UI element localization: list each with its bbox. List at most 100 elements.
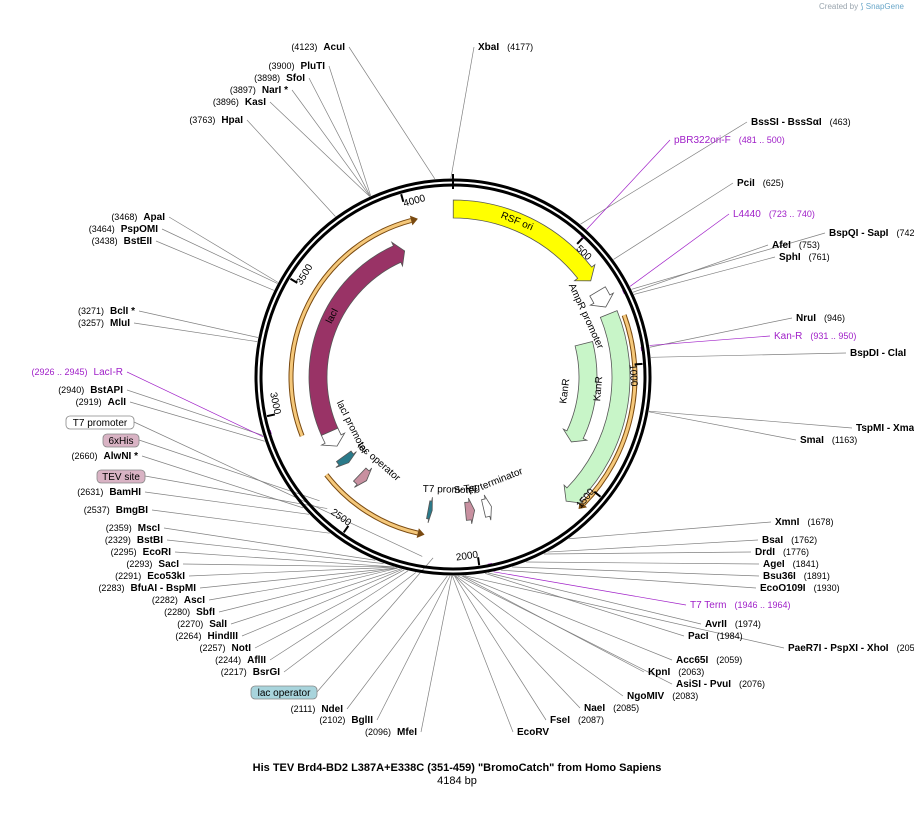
enzyme-leader-line (138, 310, 259, 338)
enzyme-position: (753) (799, 240, 820, 250)
enzyme-leader-line (308, 77, 371, 197)
enzyme-position: (2076) (739, 679, 765, 689)
enzyme-name: AclI (108, 397, 127, 408)
orf-arc (582, 314, 637, 505)
enzyme-name: PacI (688, 631, 709, 642)
enzyme-leader-line (649, 317, 793, 348)
enzyme-position: (3898) (254, 73, 280, 83)
enzyme-leader-line (218, 567, 398, 613)
enzyme-name: BamHI (109, 487, 141, 498)
enzyme-leader-line (230, 568, 401, 625)
primer-position: (2926 .. 2945) (32, 367, 88, 377)
enzyme-leader-line (633, 256, 776, 295)
enzyme-leader-line (283, 572, 417, 673)
enzyme-name: NarI * (262, 85, 288, 96)
enzyme-name: PspOMI (121, 224, 158, 235)
enzyme-leader-line (512, 566, 760, 577)
enzyme-position: (2102) (319, 715, 345, 725)
enzyme-name: EcoO109I (760, 583, 806, 594)
enzyme-position: (2085) (613, 703, 639, 713)
enzyme-leader-line (455, 575, 624, 697)
enzyme-position: (2264) (175, 631, 201, 641)
enzyme-name: BfuAI - BspMI (130, 583, 196, 594)
enzyme-position: (2919) (76, 397, 102, 407)
primer-name: pBR322ori-F (674, 135, 731, 146)
enzyme-position: (1678) (807, 517, 833, 527)
enzyme-name: SalI (209, 619, 227, 630)
enzyme-leader-line (568, 521, 772, 540)
enzyme-position: (2283) (98, 583, 124, 593)
enzyme-name: SfoI (286, 73, 305, 84)
primer-leader-line (586, 139, 671, 230)
tick-mark (342, 525, 350, 534)
enzyme-position: (2359) (106, 523, 132, 533)
enzyme-name: SbfI (196, 607, 215, 618)
enzyme-name: BglII (351, 715, 373, 726)
primer-position: (931 .. 950) (810, 331, 856, 341)
enzyme-name: MscI (138, 523, 160, 534)
enzyme-leader-line (155, 240, 274, 291)
tick-label: 2000 (455, 550, 479, 564)
enzyme-leader-line (462, 575, 673, 661)
orf-arrowhead (409, 215, 418, 226)
enzyme-position: (3464) (89, 224, 115, 234)
enzyme-name: BstBI (137, 535, 163, 546)
enzyme-position: (2291) (115, 571, 141, 581)
enzyme-leader-line (580, 121, 748, 225)
enzyme-leader-line (348, 46, 436, 180)
enzyme-leader-line (547, 539, 759, 553)
feature-box-label: lac operator (258, 688, 311, 699)
feature-label: T7 promoter (423, 484, 478, 496)
orf-arc (289, 219, 412, 437)
enzyme-position: (2293) (126, 559, 152, 569)
feature-lac-operator (352, 467, 373, 488)
tick-mark (266, 413, 276, 418)
enzyme-leader-line (376, 575, 451, 721)
enzyme-name: BsaI (762, 535, 783, 546)
enzyme-name: XbaI (478, 42, 499, 53)
primer-name: Kan-R (774, 331, 802, 342)
snapgene-logo-icon: ⟆ (860, 2, 864, 11)
enzyme-position: (1762) (791, 535, 817, 545)
feature-label: KanR (592, 376, 605, 402)
enzyme-name: ApaI (143, 212, 165, 223)
credit-prefix: Created by (819, 2, 859, 11)
enzyme-position: (3763) (189, 115, 215, 125)
feature-lac-operator (335, 450, 357, 468)
primer-leader-line (493, 571, 687, 606)
enzyme-leader-line (161, 228, 278, 284)
primer-leader-line (126, 371, 264, 438)
enzyme-name: EcoRV (517, 727, 549, 738)
orf-arc (325, 473, 419, 535)
enzyme-position: (2244) (215, 655, 241, 665)
enzyme-leader-line (454, 575, 581, 709)
enzyme-position: (2282) (152, 595, 178, 605)
enzyme-name: XmnI (775, 517, 800, 528)
enzyme-name: AfeI (772, 240, 791, 251)
leader-lines (126, 46, 853, 733)
enzyme-position: (3897) (230, 85, 256, 95)
primer-name: L4440 (733, 209, 761, 220)
enzyme-position: (2087) (578, 715, 604, 725)
enzyme-name: BspQI - SapI (829, 228, 889, 239)
feature-ampr-promoter (589, 286, 615, 308)
enzyme-leader-line (144, 491, 309, 515)
enzyme-leader-line (129, 401, 265, 442)
enzyme-leader-line (168, 216, 279, 283)
enzyme-name: Bsu36I (763, 571, 796, 582)
enzyme-position: (1984) (717, 631, 743, 641)
feature-label: lacI promoter (334, 399, 370, 457)
feature-box (250, 685, 318, 700)
enzyme-name: AvrII (705, 619, 727, 630)
enzyme-leader-line (452, 575, 514, 733)
enzyme-name: AgeI (763, 559, 785, 570)
enzyme-name: FseI (550, 715, 570, 726)
enzyme-leader-line (199, 567, 397, 589)
enzyme-position: (1930) (814, 583, 840, 593)
enzyme-position: (2096) (365, 727, 391, 737)
enzyme-position: (2111) (291, 704, 316, 714)
enzyme-leader-line (133, 322, 258, 342)
enzyme-leader-line (291, 89, 371, 197)
enzyme-name: BstEII (124, 236, 153, 247)
feature-box-label: 6xHis (108, 436, 133, 447)
